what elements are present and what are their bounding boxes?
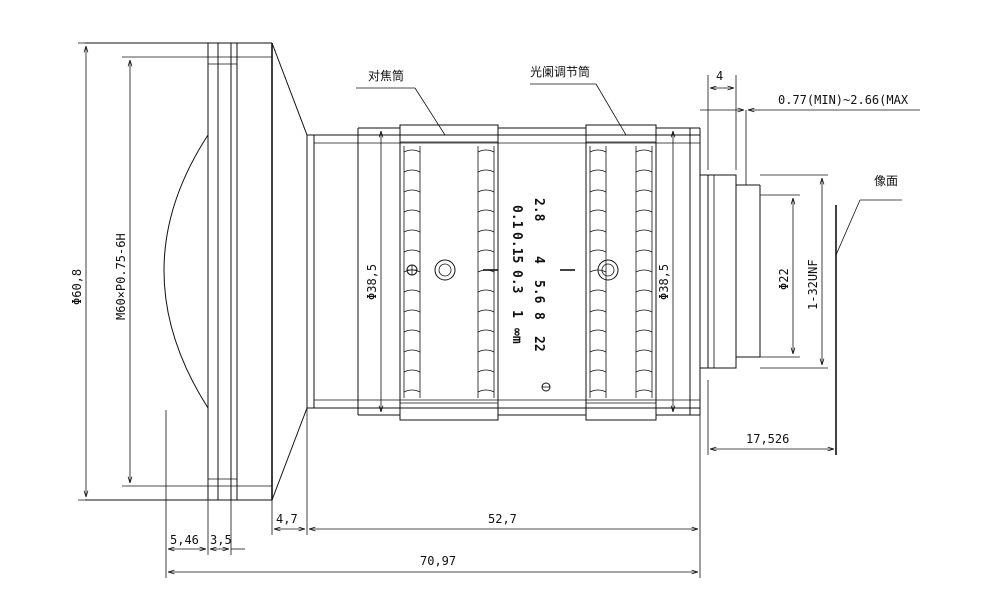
focus-ring-leader: 对焦筒 (356, 68, 446, 136)
knurl-bump (403, 189, 421, 193)
dim-body-dia-right: Φ38,5 (657, 131, 673, 412)
knurl-bump (589, 209, 607, 213)
screw-icon (406, 259, 619, 392)
knurl-bump (403, 329, 421, 333)
knurl-bump (635, 209, 653, 213)
knurl-bump (477, 389, 495, 393)
knurl-bump (403, 349, 421, 353)
knurl-bump (589, 149, 607, 153)
knurl-bump (589, 169, 607, 173)
knurl-bump (477, 349, 495, 353)
knurl-bump (635, 269, 653, 273)
knurl-bump (589, 229, 607, 233)
knurl-bump (589, 329, 607, 333)
knurl-bump (635, 389, 653, 393)
knurl-bump (477, 289, 495, 293)
knurl-bump (589, 289, 607, 293)
knurl-bump (477, 209, 495, 213)
dim-flange-distance: 17,526 (707, 380, 834, 455)
mount-thread-label: 1-32UNF (806, 259, 820, 310)
len-70-97-label: 70,97 (420, 554, 456, 568)
knurl-bump (477, 309, 495, 313)
knurl-bump (403, 229, 421, 233)
dim-front-thread: M60×P0.75-6H (114, 56, 208, 487)
knurl-bump (635, 229, 653, 233)
len-4-7-label: 4,7 (276, 512, 298, 526)
knurl-bump (403, 249, 421, 253)
knurl-bump (589, 249, 607, 253)
focus-ring-label: 对焦筒 (368, 68, 404, 83)
knurl-bump (635, 309, 653, 313)
knurl-bump (589, 369, 607, 373)
knurl-bump (635, 329, 653, 333)
len-52-7-label: 52,7 (488, 512, 517, 526)
body-dia-right-label: Φ38,5 (657, 264, 671, 300)
knurl-bump (589, 189, 607, 193)
len-3-5-label: 3,5 (210, 533, 232, 547)
knurl-bump (477, 169, 495, 173)
knurl-bump (477, 229, 495, 233)
knurl-bump (477, 189, 495, 193)
knurl-bump (403, 149, 421, 153)
iris-ring-leader: 光阑调节筒 (530, 64, 627, 136)
dim-mount-thread: 1-32UNF (760, 174, 828, 369)
body-dia-left-label: Φ38,5 (365, 264, 379, 300)
iris-scale-1: 4 (531, 256, 546, 264)
flange-distance-label: 17,526 (746, 432, 789, 446)
focus-scale-0: 0.1 (509, 205, 524, 229)
focus-ring-knurling (403, 146, 495, 398)
knurl-bump (635, 189, 653, 193)
knurl-bump (589, 389, 607, 393)
focus-scale-3: 1 (509, 310, 524, 318)
focus-scale-2: 0.3 (509, 270, 524, 293)
back-focus-top-label: 4 (716, 69, 723, 83)
len-5-46-label: 5,46 (170, 533, 199, 547)
knurl-bump (403, 169, 421, 173)
knurl-bump (477, 249, 495, 253)
focus-scale-1: 0.15 (509, 232, 524, 263)
knurl-bump (477, 329, 495, 333)
knurl-bump (635, 249, 653, 253)
iris-scale-4: 22 (531, 336, 546, 352)
knurl-bump (635, 149, 653, 153)
focus-distance-scale: 0.1 0.15 0.3 1 ∞m (509, 205, 524, 344)
knurl-bump (403, 309, 421, 313)
iris-aperture-scale: 2.8 4 5.6 8 22 (531, 198, 546, 352)
knurl-bump (403, 209, 421, 213)
mount-dia-label: Φ22 (777, 268, 791, 290)
knurl-bump (477, 369, 495, 373)
knurl-bump (635, 289, 653, 293)
image-plane-label: 像面 (874, 174, 898, 188)
focus-scale-4: ∞m (509, 328, 524, 344)
front-thread-label: M60×P0.75-6H (114, 233, 128, 320)
knurl-bump (403, 369, 421, 373)
iris-ring-label: 光阑调节筒 (530, 64, 590, 79)
knurl-bump (589, 309, 607, 313)
flange-range-label: 0.77(MIN)~2.66(MAX (778, 93, 909, 107)
outer-diameter-label: Φ60,8 (70, 269, 84, 305)
dim-bottom-lengths: 5,46 3,5 4,7 52,7 70,97 (165, 408, 701, 578)
iris-scale-0: 2.8 (531, 198, 546, 222)
knurl-bump (635, 349, 653, 353)
knurl-bump (403, 289, 421, 293)
knurl-bump (589, 349, 607, 353)
dim-flange-range: 0.77(MIN)~2.66(MAX (700, 93, 920, 185)
dim-body-dia-left: Φ38,5 (365, 131, 381, 412)
dim-outer-diameter: Φ60,8 (70, 42, 98, 501)
dim-back-focus-top: 4 (707, 69, 737, 170)
knurl-bump (477, 149, 495, 153)
lens-outline (85, 42, 761, 501)
iris-scale-3: 8 (531, 312, 546, 320)
knurl-bump (635, 169, 653, 173)
iris-scale-2: 5.6 (531, 280, 546, 304)
knurl-bump (403, 389, 421, 393)
iris-ring-knurling (589, 146, 653, 398)
dim-mount-dia: Φ22 (760, 194, 800, 358)
image-plane: 像面 (835, 174, 902, 455)
knurl-bump (635, 369, 653, 373)
